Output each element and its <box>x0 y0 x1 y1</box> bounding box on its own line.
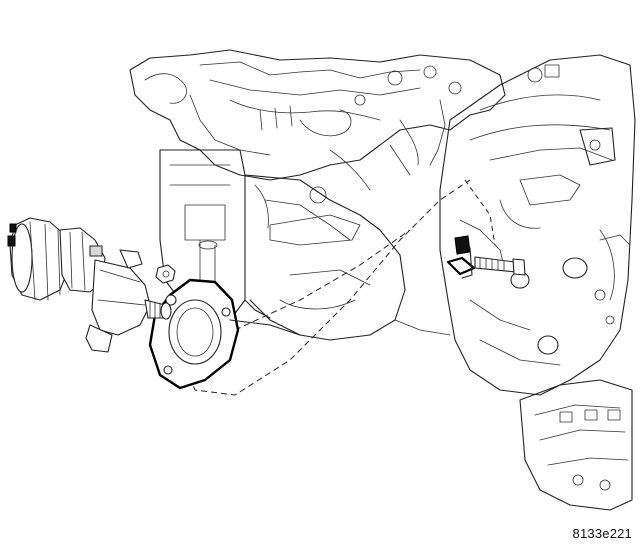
starter-nut <box>155 264 176 284</box>
connector-lines <box>229 299 451 336</box>
starter-gasket <box>148 278 240 390</box>
mounting-bolt <box>446 235 526 279</box>
assembly-line <box>174 179 496 396</box>
transmission-bellhousing <box>439 54 636 511</box>
figure-id-label: 8133e221 <box>572 526 632 541</box>
starter-motor <box>7 217 172 353</box>
